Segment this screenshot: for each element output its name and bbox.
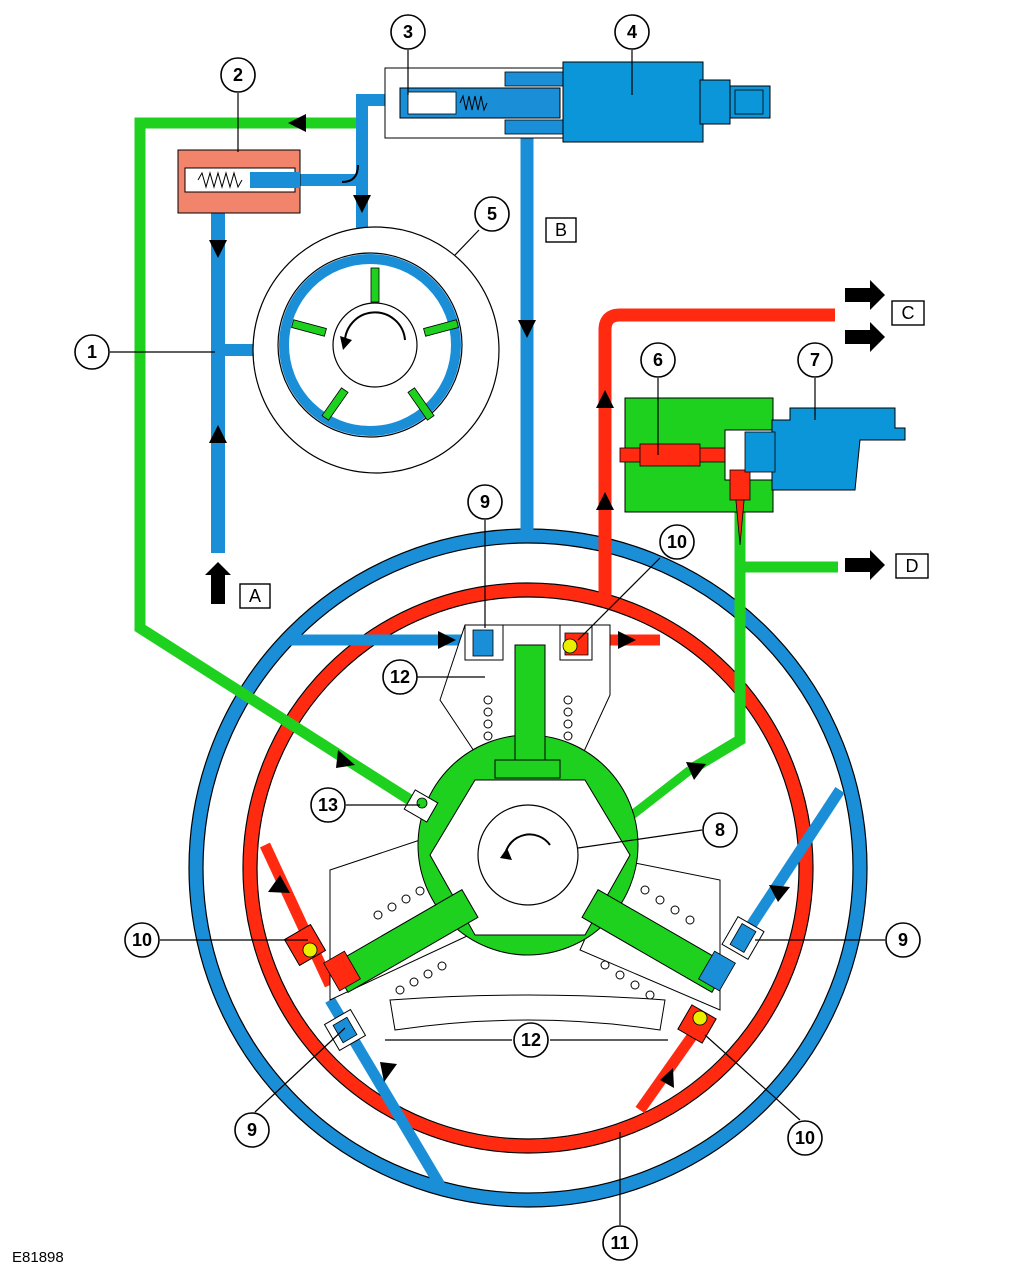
- piston-top: [514, 644, 546, 761]
- svg-text:10: 10: [667, 532, 687, 552]
- vane-pump-ring: [279, 254, 461, 436]
- svg-text:6: 6: [653, 350, 663, 370]
- flow-arrows: [209, 114, 790, 1088]
- rotation-arrow-cam: [504, 833, 551, 856]
- callout-9-right: 9: [885, 922, 921, 958]
- svg-text:2: 2: [233, 65, 243, 85]
- port-a-box: [239, 583, 271, 609]
- cam-shaft: [477, 804, 579, 906]
- svg-text:11: 11: [610, 1233, 629, 1253]
- vane-pump-rotor: [332, 302, 418, 388]
- port-a-label: A: [249, 586, 261, 606]
- callout-8: 8: [702, 812, 738, 848]
- callout-10-left: 10: [124, 922, 160, 958]
- callout-5: 5: [474, 196, 510, 232]
- svg-text:12: 12: [521, 1030, 541, 1050]
- svg-text:5: 5: [487, 204, 497, 224]
- svg-text:9: 9: [247, 1120, 257, 1140]
- port-d-box: [895, 553, 929, 579]
- port-arrows: [205, 280, 885, 604]
- svg-text:9: 9: [480, 492, 490, 512]
- callout-9-left: 9: [234, 1112, 270, 1148]
- rotation-arrow-vane: [343, 311, 406, 346]
- callout-13: 13: [310, 787, 346, 823]
- port-b-box: [545, 217, 577, 243]
- svg-text:1: 1: [87, 342, 97, 362]
- callout-3: 3: [390, 14, 426, 50]
- callout-4: 4: [614, 14, 650, 50]
- port-d-label: D: [906, 556, 919, 576]
- svg-text:8: 8: [715, 820, 725, 840]
- port-c-box: [891, 300, 925, 326]
- svg-text:10: 10: [795, 1128, 815, 1148]
- svg-text:4: 4: [627, 22, 637, 42]
- check-ball-top: [562, 638, 578, 654]
- svg-text:7: 7: [810, 350, 820, 370]
- inner-red-ring: [243, 583, 813, 1153]
- check-ball-right: [692, 1010, 708, 1026]
- callout-7: 7: [797, 342, 833, 378]
- callout-9-top: 9: [467, 484, 503, 520]
- callout-10-right: 10: [787, 1120, 823, 1156]
- callout-12-top: 12: [382, 659, 418, 695]
- port-b-label: B: [555, 220, 567, 240]
- callout-11: 11: [602, 1225, 638, 1261]
- figure-code: E81898: [12, 1249, 64, 1266]
- callout-6: 6: [640, 342, 676, 378]
- control-solenoid: [771, 407, 906, 491]
- green-return-line: [134, 117, 413, 805]
- callout-10-top: 10: [659, 524, 695, 560]
- callout-1: 1: [74, 334, 110, 370]
- port-c-label: C: [902, 303, 915, 323]
- svg-text:12: 12: [390, 667, 410, 687]
- callout-2: 2: [220, 57, 256, 93]
- svg-text:3: 3: [403, 22, 413, 42]
- leader-lines: [110, 50, 885, 1225]
- svg-text:13: 13: [318, 795, 338, 815]
- svg-text:10: 10: [132, 930, 152, 950]
- callout-12-bottom: 12: [513, 1022, 549, 1058]
- solenoid-actuator: [562, 61, 704, 143]
- svg-text:9: 9: [898, 930, 908, 950]
- blue-line-to-valve-3: [300, 94, 400, 186]
- springs: [373, 695, 695, 1000]
- red-line-c: [598, 308, 835, 600]
- green-line-d: [687, 500, 746, 775]
- check-ball-left: [302, 942, 318, 958]
